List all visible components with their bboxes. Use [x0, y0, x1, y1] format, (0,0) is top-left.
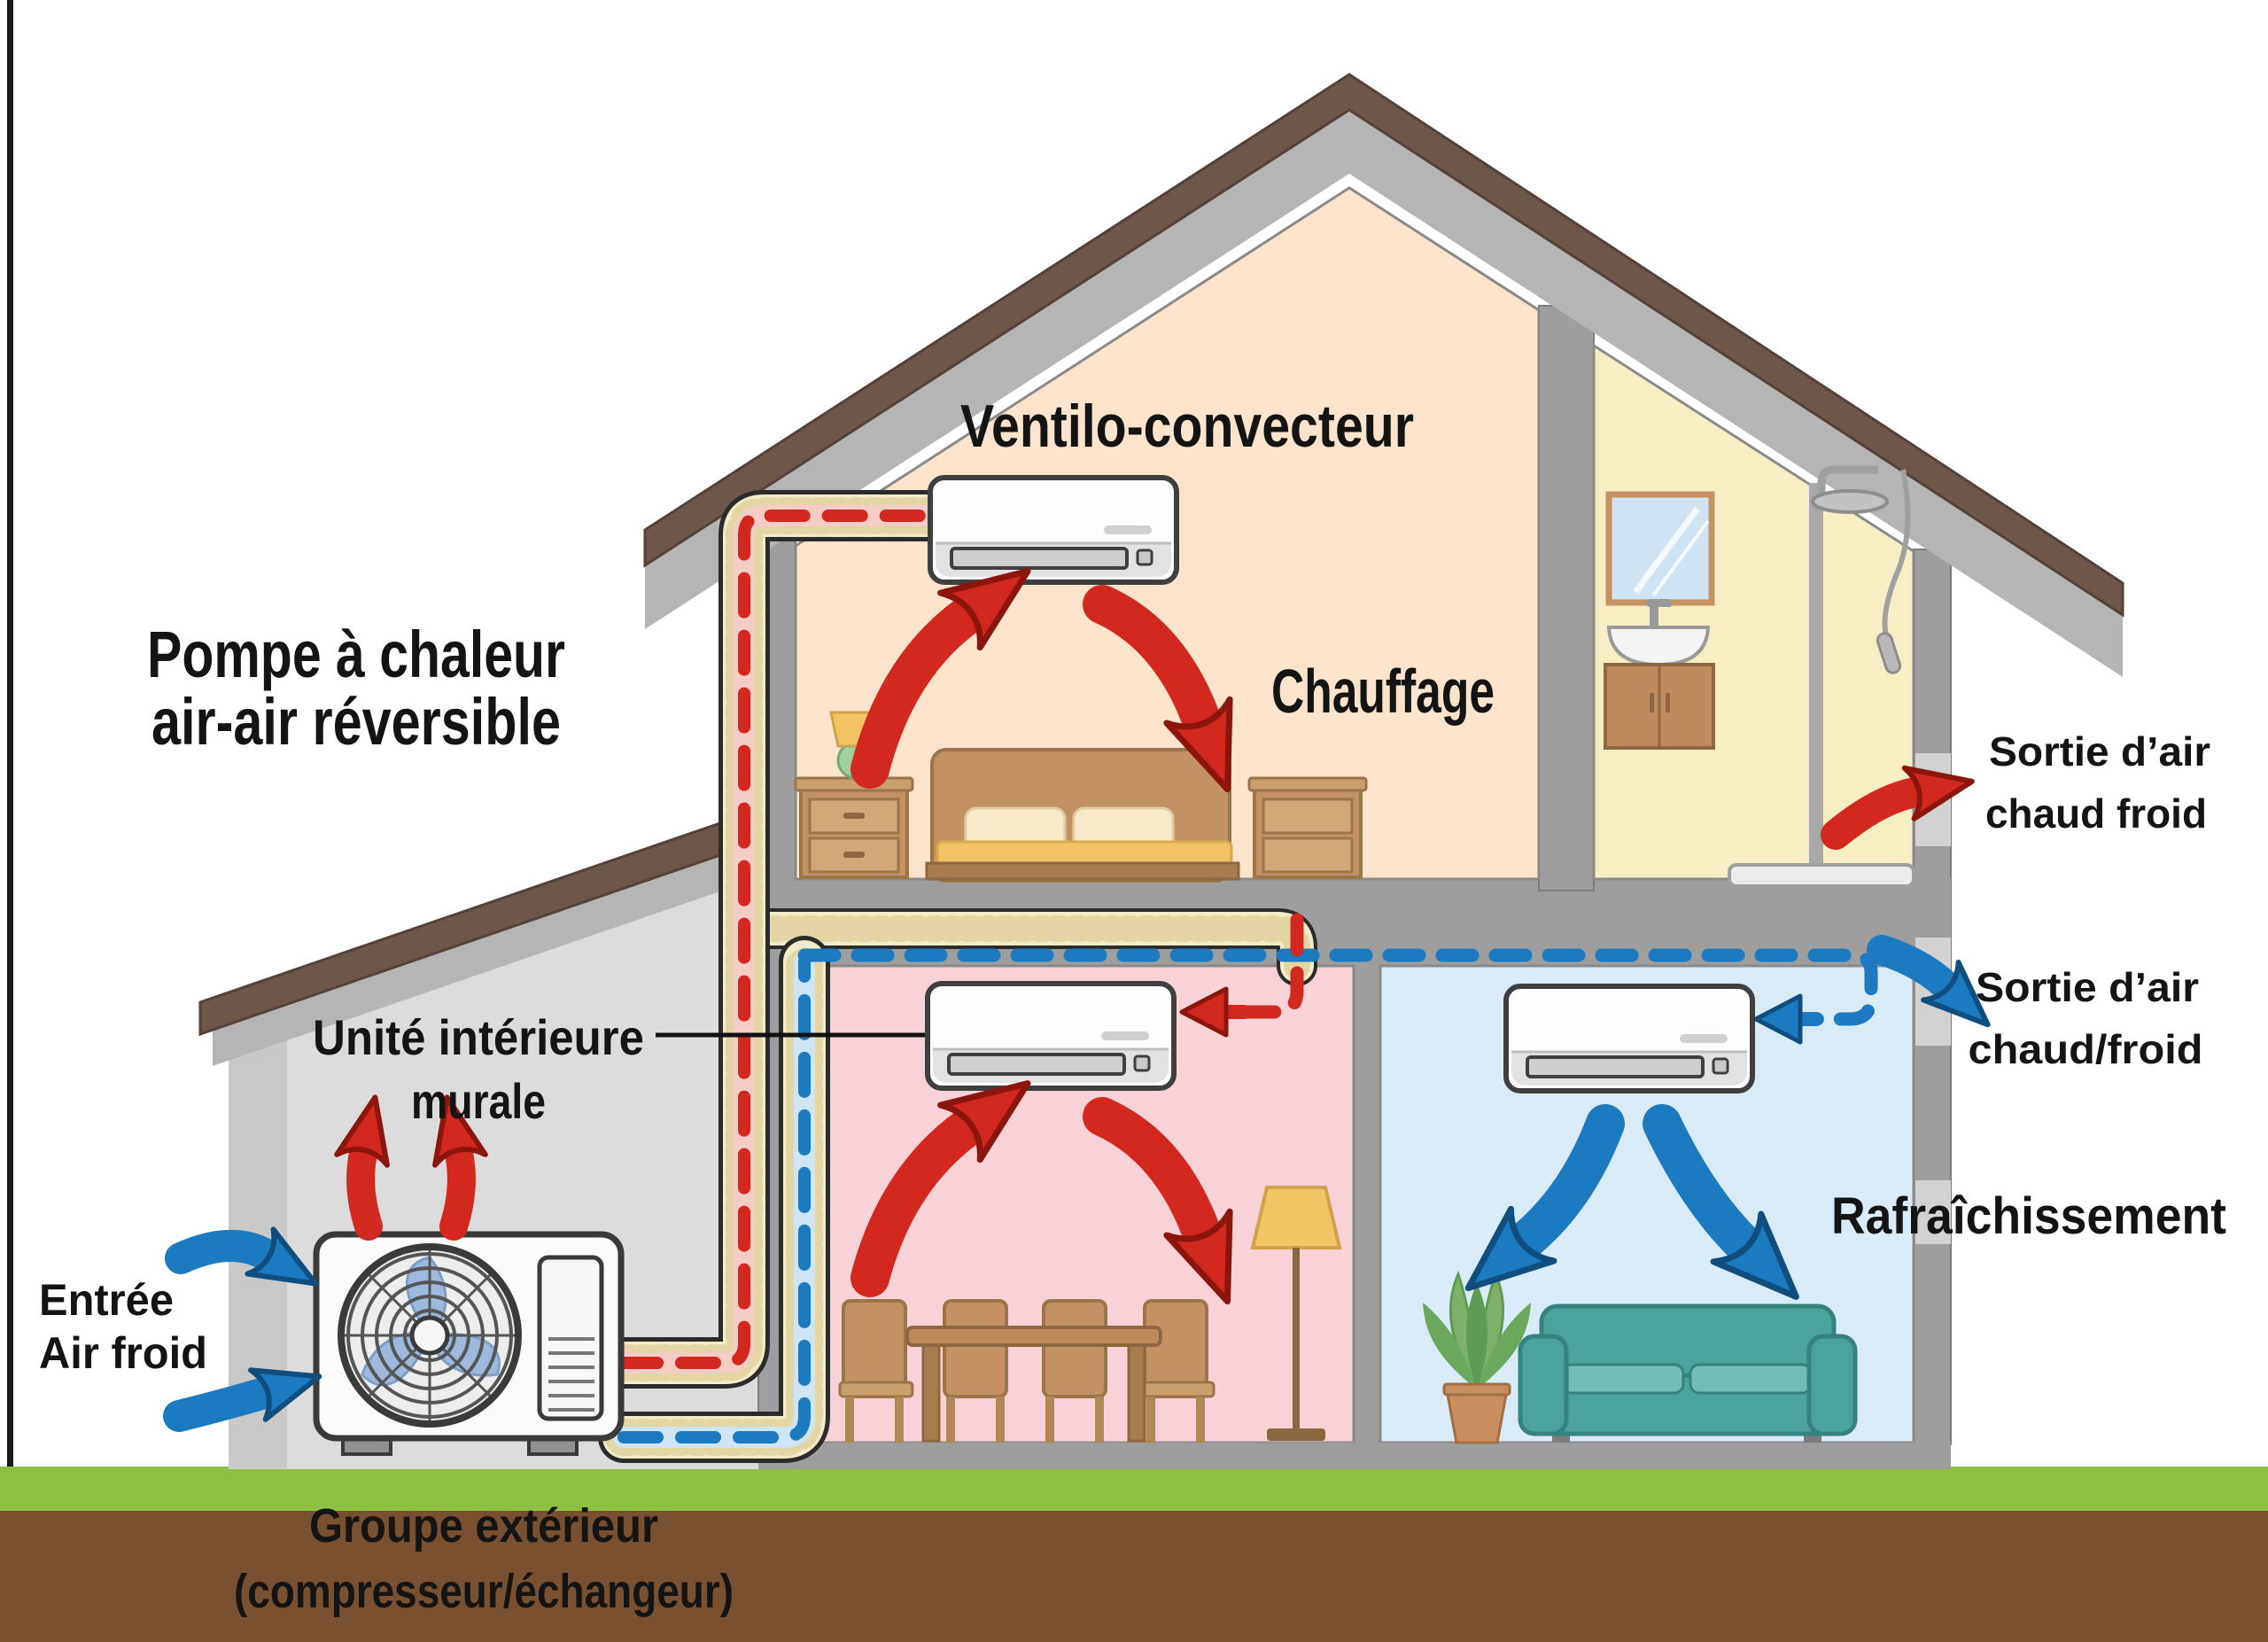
outlet-mid-label-line2: chaud/froid: [1969, 1026, 2203, 1072]
main-roof: [643, 73, 2124, 677]
air-inlet-label-line1: Entrée: [39, 1275, 174, 1325]
cold-flow-into-living-unit: [1753, 993, 1823, 1045]
outdoor-exhaust-arrow: [334, 1094, 390, 1241]
cold-flow-arrow: [1464, 1104, 1625, 1292]
indoor-unit-label-line1: Unité intérieure: [313, 1009, 644, 1065]
cold-flow-arrows: [163, 935, 1991, 1432]
heat-flow-arrow: [1083, 585, 1233, 793]
shower-divider-wall: [1809, 483, 1823, 879]
potted-plant: [1423, 1270, 1531, 1444]
hot-refrigerant-duct: [598, 490, 954, 1389]
indoor-unit-label-line2: murale: [411, 1073, 546, 1129]
title-line2: air-air réversible: [151, 685, 561, 759]
floor-lamp-shade: [1250, 1186, 1342, 1249]
table-leg: [1127, 1343, 1146, 1443]
bed-frame: [925, 861, 1240, 881]
indoor-unit-living: [1506, 986, 1752, 1091]
bathroom-fixtures: [1604, 465, 1915, 888]
sofa: [1518, 1303, 1858, 1443]
title-line1: Pompe à chaleur: [147, 618, 565, 691]
bathroom-cabinet: [1604, 663, 1715, 750]
heat-flow-arrows: [334, 568, 1975, 1305]
heat-flow-arrow: [850, 568, 1031, 789]
floor-lamp-pole: [1293, 1248, 1300, 1430]
hot-air-exit-arrow: [1821, 765, 1975, 850]
hot-flow-into-dining-unit: [1179, 986, 1251, 1038]
air-exit-arrow: [1867, 935, 1991, 1028]
outlet-mid-label-line1: Sortie d’air: [1976, 964, 2199, 1010]
indoor-unit-bedroom: [930, 478, 1177, 582]
fan-coil-label: Ventilo-convecteur: [960, 393, 1414, 460]
air-inlet-label-line2: Air froid: [39, 1328, 207, 1378]
outdoor-unit: [313, 1231, 625, 1456]
outlet-top-label-line1: Sortie d’air: [1989, 728, 2210, 774]
hot-refrigerant-line: [617, 510, 935, 1369]
living-furniture: [1423, 1270, 1858, 1444]
outlet-top-label-line2: chaud froid: [1985, 790, 2207, 837]
cold-air-inlet-arrow: [163, 1367, 322, 1432]
heat-flow-arrow: [850, 1080, 1031, 1297]
indoor-unit-dining: [928, 984, 1174, 1088]
dining-furniture: [838, 1186, 1342, 1443]
shower: [1728, 465, 1915, 888]
outdoor-exhaust-arrow: [432, 1094, 488, 1241]
bedroom-furniture: [794, 711, 1368, 883]
chair: [943, 1299, 1008, 1443]
bedroom-bathroom-wall: [1538, 305, 1595, 891]
shower-head: [1811, 489, 1889, 514]
table-leg: [921, 1343, 941, 1443]
soil-strip: [0, 1511, 2268, 1642]
heat-flow-arrow: [1083, 1097, 1233, 1305]
annex-roof-underlay: [213, 834, 764, 1066]
floor-lamp-base: [1267, 1428, 1325, 1441]
wall-gap-cooling: [1915, 1180, 1951, 1244]
shower-tray: [1728, 863, 1915, 888]
chair: [838, 1299, 914, 1443]
fan-hub: [409, 1315, 450, 1356]
left-border-line: [7, 0, 13, 1471]
cold-refrigerant-line: [797, 948, 1878, 1026]
chair: [1042, 1299, 1107, 1443]
outdoor-unit-label-line1: Groupe extérieur: [309, 1499, 658, 1553]
cold-air-inlet-arrow: [165, 1226, 319, 1287]
cold-flow-arrow: [1643, 1104, 1799, 1300]
hot-branch-line: [1237, 913, 1304, 1019]
dining-table: [905, 1326, 1162, 1347]
outdoor-unit-label-line2: (compresseur/échangeur): [234, 1565, 734, 1618]
cooling-label: Rafraîchissement: [1831, 1187, 2226, 1245]
hand-shower: [1876, 632, 1902, 674]
foundation: [758, 1443, 1951, 1469]
dining-living-wall: [1354, 957, 1380, 1444]
heating-label: Chauffage: [1271, 657, 1495, 726]
grass-strip: [0, 1467, 2268, 1513]
cold-refrigerant-duct: [598, 936, 830, 1463]
